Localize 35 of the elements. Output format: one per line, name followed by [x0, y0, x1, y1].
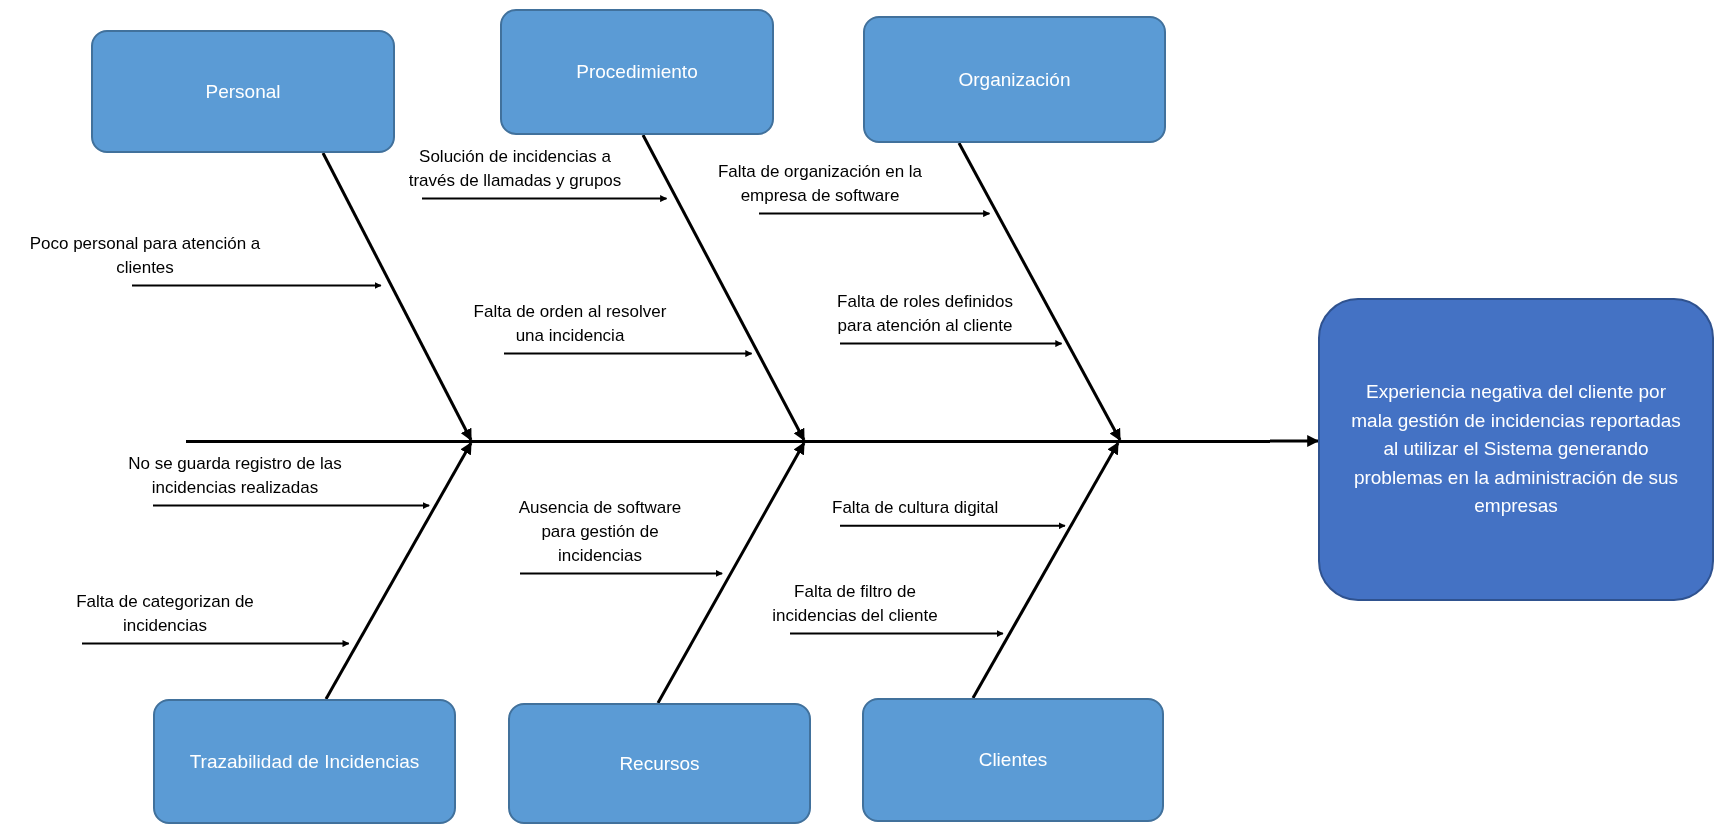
category-box: Organización [863, 16, 1166, 143]
cause-text: Falta de filtro de incidencias del cliente [760, 580, 950, 634]
arrow [324, 441, 473, 700]
cause-text: Ausencia de software para gestión de incidencias [500, 496, 700, 574]
arrow [81, 640, 350, 648]
category-box: Trazabilidad de Incidencias [153, 699, 456, 824]
cause-text: Falta de roles definidos para atención al cliente [820, 290, 1030, 344]
spine-line [186, 440, 1270, 443]
arrow [656, 441, 806, 704]
arrow [321, 152, 473, 442]
cause-text: Falta de categorizan de incidencias [45, 590, 285, 644]
arrow [789, 630, 1004, 638]
arrow [519, 569, 724, 577]
arrow [1270, 435, 1320, 447]
arrow [957, 142, 1122, 442]
cause-text: Falta de organización en la empresa de software [705, 160, 935, 214]
arrow [758, 210, 991, 218]
category-box: Recursos [508, 703, 811, 824]
cause-text: Solución de incidencias a través de llamadas y grupos [400, 145, 630, 199]
arrow [503, 350, 753, 358]
cause-text: No se guarda registro de las incidencias realizadas [120, 452, 350, 506]
arrow [839, 340, 1063, 348]
arrow [152, 502, 431, 510]
arrow [131, 282, 382, 290]
arrow [641, 134, 806, 442]
category-box: Clientes [862, 698, 1164, 822]
effect-box: Experiencia negativa del cliente por mala gestión de incidencias reportadas al utilizar el Sistema generando problemas en la administración de sus empresas [1318, 298, 1714, 601]
arrow [421, 195, 668, 203]
cause-text: Falta de cultura digital [830, 496, 1001, 526]
cause-text: Poco personal para atención a clientes [20, 232, 270, 286]
arrow [839, 522, 1066, 530]
arrow [971, 441, 1120, 699]
cause-text: Falta de orden al resolver una incidencia [470, 300, 670, 354]
category-box: Personal [91, 30, 395, 153]
category-box: Procedimiento [500, 9, 774, 135]
